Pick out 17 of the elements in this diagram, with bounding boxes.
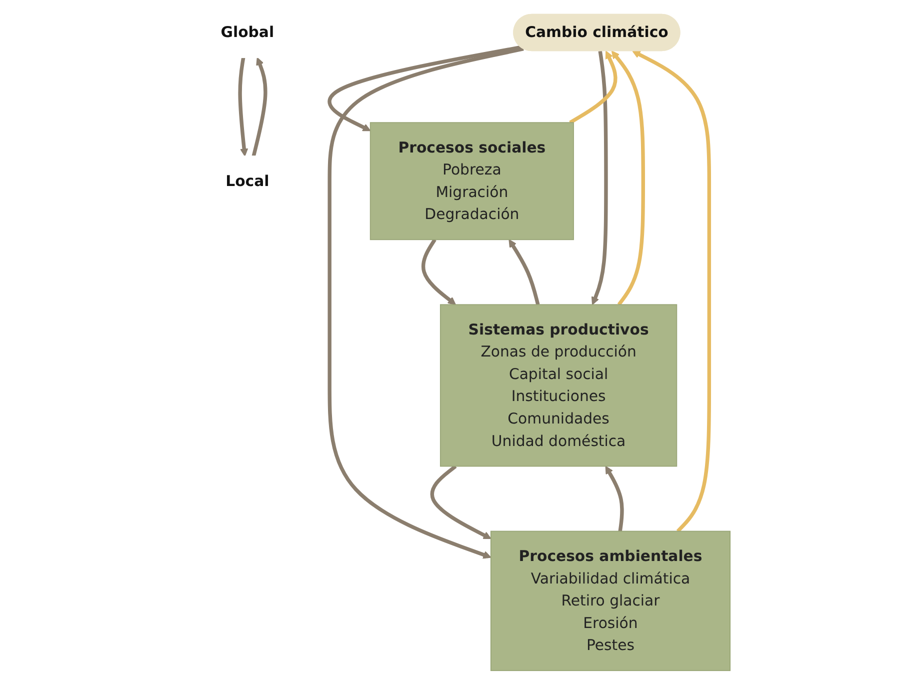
arrow bbox=[328, 45, 522, 132]
arrow bbox=[569, 50, 618, 124]
arrow bbox=[238, 57, 248, 156]
node-text: Global bbox=[220, 23, 274, 41]
arrow bbox=[591, 50, 608, 305]
arrow bbox=[430, 464, 492, 540]
arrow bbox=[605, 466, 624, 532]
node-box: Procesos sociales Pobreza Migración Degradación bbox=[370, 122, 574, 240]
arrow bbox=[508, 239, 540, 306]
arrow bbox=[632, 50, 712, 533]
arrow bbox=[252, 57, 268, 156]
node-text: Local bbox=[226, 172, 270, 190]
arrow bbox=[328, 47, 524, 559]
arrow bbox=[611, 50, 645, 306]
arrow bbox=[421, 238, 456, 305]
node-box: Procesos ambientales Variabilidad climática Retiro glaciar Erosión Pestes bbox=[490, 530, 731, 672]
node-box: Sistemas productivos Zonas de producción Capital social Instituciones Comunidades Unidad doméstica bbox=[440, 304, 678, 467]
